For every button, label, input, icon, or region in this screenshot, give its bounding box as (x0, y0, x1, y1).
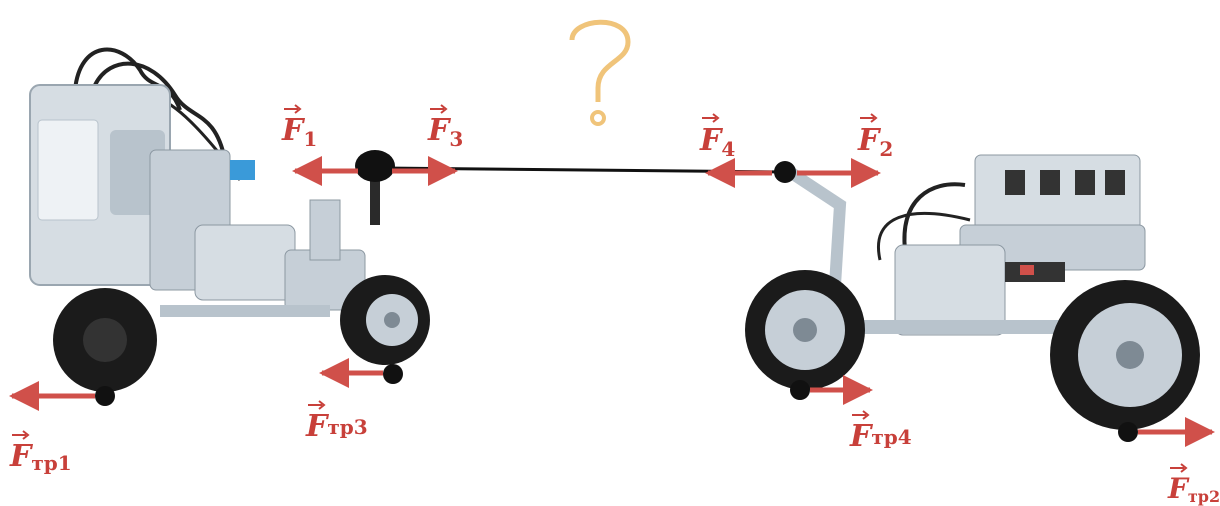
svg-text:Fтр2: Fтр2 (1167, 472, 1220, 506)
right-lego-robot (745, 154, 1200, 430)
question-mark (569, 19, 631, 126)
contact-point-2 (1118, 422, 1138, 442)
application-points (95, 150, 1138, 442)
label-Ftr4: Fтр4 (849, 410, 912, 454)
label-F1: F1 (281, 104, 317, 151)
label-F2: F2 (857, 113, 893, 161)
svg-text:F4: F4 (699, 123, 735, 161)
svg-text:F2: F2 (857, 123, 893, 161)
svg-text:Fтр3: Fтр3 (305, 409, 368, 444)
force-arrows (8, 156, 1215, 447)
contact-point-1 (95, 386, 115, 406)
svg-text:Fтр1: Fтр1 (9, 439, 72, 475)
contact-point-3 (383, 364, 403, 384)
label-Ftr2: Fтр2 (1167, 463, 1220, 506)
left-lego-robot (29, 47, 430, 392)
right-rope-knot (774, 161, 796, 183)
label-F4: F4 (699, 113, 735, 161)
force-labels: F1 F3 F4 F2 Fтр1 Fтр3 (9, 104, 1220, 506)
label-F3: F3 (427, 104, 463, 151)
svg-text:F1: F1 (281, 113, 317, 151)
label-Ftr1: Fтр1 (9, 430, 72, 475)
svg-text:Fтр4: Fтр4 (849, 419, 912, 454)
left-rope-knot (355, 150, 395, 182)
svg-text:F3: F3 (427, 113, 463, 151)
label-Ftr3: Fтр3 (305, 400, 368, 444)
contact-point-4 (790, 380, 810, 400)
